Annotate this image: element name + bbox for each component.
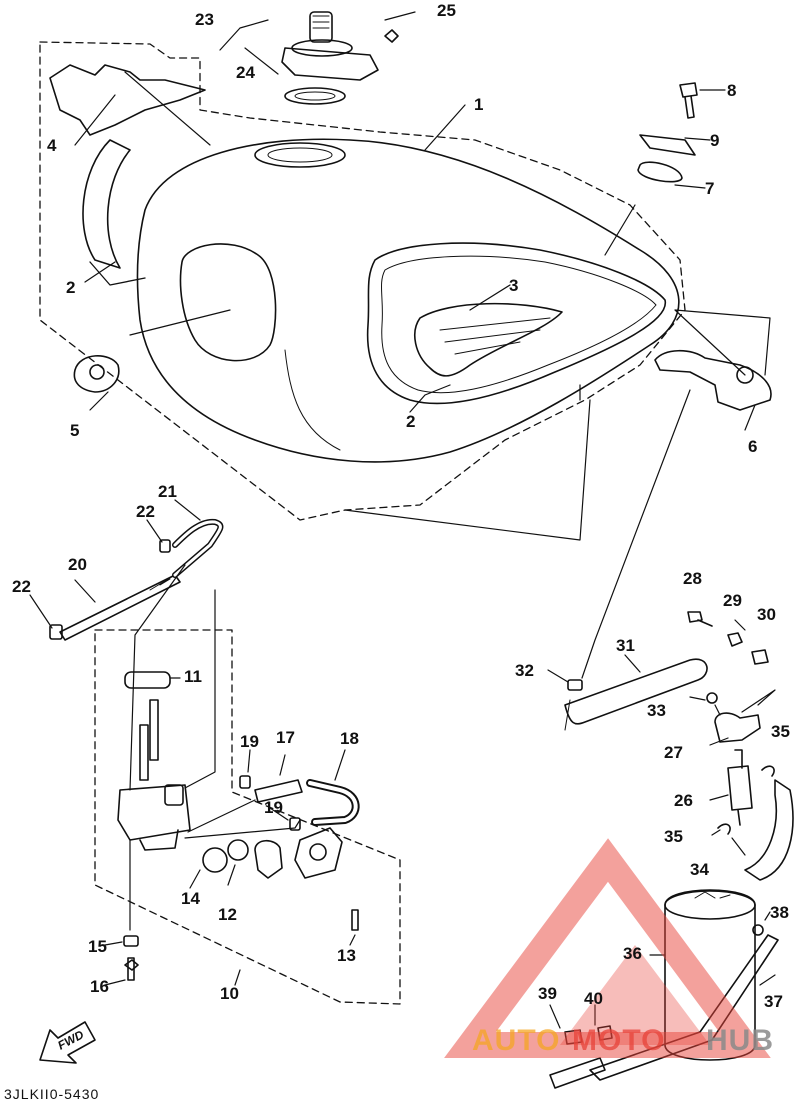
washer-9	[639, 134, 696, 156]
fuel-tank-body	[136, 138, 680, 463]
watermark-text-hub: HUB	[706, 1024, 774, 1057]
bracket-6	[654, 349, 772, 411]
callout-5: 5	[70, 421, 80, 440]
callout-12: 12	[218, 905, 237, 924]
screw-13	[351, 909, 359, 931]
bolt-8	[679, 82, 698, 119]
knob-5	[73, 355, 120, 393]
callout-38: 38	[770, 903, 789, 922]
screw-16	[127, 957, 135, 981]
callout-26: 26	[674, 791, 693, 810]
watermark-text-moto: MOTO	[572, 1024, 666, 1057]
holder-27	[714, 712, 761, 743]
callout-33: 33	[647, 701, 666, 720]
callout-22: 22	[12, 577, 31, 596]
callout-29: 29	[723, 591, 742, 610]
callout-36: 36	[623, 944, 642, 963]
cap-gasket	[284, 87, 346, 105]
coiled-hose-21	[172, 518, 224, 578]
oring-12	[227, 839, 249, 861]
callout-30: 30	[757, 605, 776, 624]
callout-19: 19	[240, 732, 259, 751]
hose-34	[744, 779, 794, 881]
trim-decal-left	[82, 139, 131, 269]
hose-39	[549, 1057, 606, 1089]
callout-18: 18	[340, 729, 359, 748]
hose-17	[254, 779, 303, 803]
callout-9: 9	[710, 131, 720, 150]
callout-39: 39	[538, 984, 557, 1003]
callout-35: 35	[771, 722, 790, 741]
bolt-28	[687, 611, 713, 627]
fuel-cap	[281, 47, 379, 81]
clip-32	[567, 679, 583, 691]
callout-16: 16	[90, 977, 109, 996]
clip-33	[706, 692, 718, 704]
callout-32: 32	[515, 661, 534, 680]
tank-left-recess	[179, 243, 277, 362]
callout-10: 10	[220, 984, 239, 1003]
lever	[254, 839, 283, 879]
callout-2: 2	[66, 278, 76, 297]
drawing-code: 3JLKII0-5430	[4, 1086, 100, 1102]
tank-side-panel	[366, 242, 666, 405]
clip-35a	[761, 765, 775, 777]
watermark-logo	[444, 838, 771, 1058]
callout-23: 23	[195, 10, 214, 29]
clip-22b	[49, 624, 63, 640]
callout-25: 25	[437, 1, 456, 20]
emblem-wing	[414, 302, 563, 377]
watermark-text-auto: AUTO	[472, 1024, 561, 1057]
fwd-arrow-icon	[39, 1021, 96, 1064]
damper-7	[637, 161, 683, 183]
cap-screw	[384, 29, 399, 43]
callout-19: 19	[264, 798, 283, 817]
callout-15: 15	[88, 937, 107, 956]
clip-19b	[289, 817, 301, 831]
callout-20: 20	[68, 555, 87, 574]
callout-11: 11	[184, 667, 202, 686]
fuel-hose-20	[59, 574, 181, 641]
callout-1: 1	[474, 95, 484, 114]
callout-21: 21	[158, 482, 177, 501]
nut-29	[727, 632, 743, 647]
clip-35b	[717, 823, 731, 835]
callout-34: 34	[690, 860, 709, 879]
callout-28: 28	[683, 569, 702, 588]
callout-14: 14	[181, 889, 200, 908]
strainer-gasket-11	[124, 671, 171, 689]
callout-7: 7	[705, 179, 715, 198]
callout-2: 2	[406, 412, 416, 431]
filler-neck	[254, 142, 346, 168]
fuel-cock-group-outline	[94, 629, 401, 1005]
clip-19a	[239, 775, 251, 789]
fuel-cock-body	[139, 699, 159, 781]
callout-37: 37	[764, 992, 783, 1011]
diaphragm-14	[202, 847, 228, 873]
callout-22: 22	[136, 502, 155, 521]
callout-3: 3	[509, 276, 519, 295]
callout-31: 31	[616, 636, 635, 655]
check-valve-26	[727, 749, 753, 826]
callout-8: 8	[727, 81, 737, 100]
tank-pinstripe	[381, 255, 657, 394]
grommet-30	[751, 649, 769, 665]
tank-trim-stripe	[284, 349, 341, 451]
callout-27: 27	[664, 743, 683, 762]
callout-40: 40	[584, 989, 603, 1008]
hose-31	[564, 658, 708, 725]
callout-4: 4	[47, 136, 57, 155]
callout-35: 35	[664, 827, 683, 846]
washer-15	[123, 935, 139, 947]
flame-decal	[49, 64, 206, 136]
callout-6: 6	[748, 437, 758, 456]
callout-24: 24	[236, 63, 255, 82]
callout-13: 13	[337, 946, 356, 965]
tank-group-outline	[39, 41, 686, 521]
callout-17: 17	[276, 728, 295, 747]
clip-22a	[159, 539, 171, 553]
clip-38	[752, 924, 764, 936]
